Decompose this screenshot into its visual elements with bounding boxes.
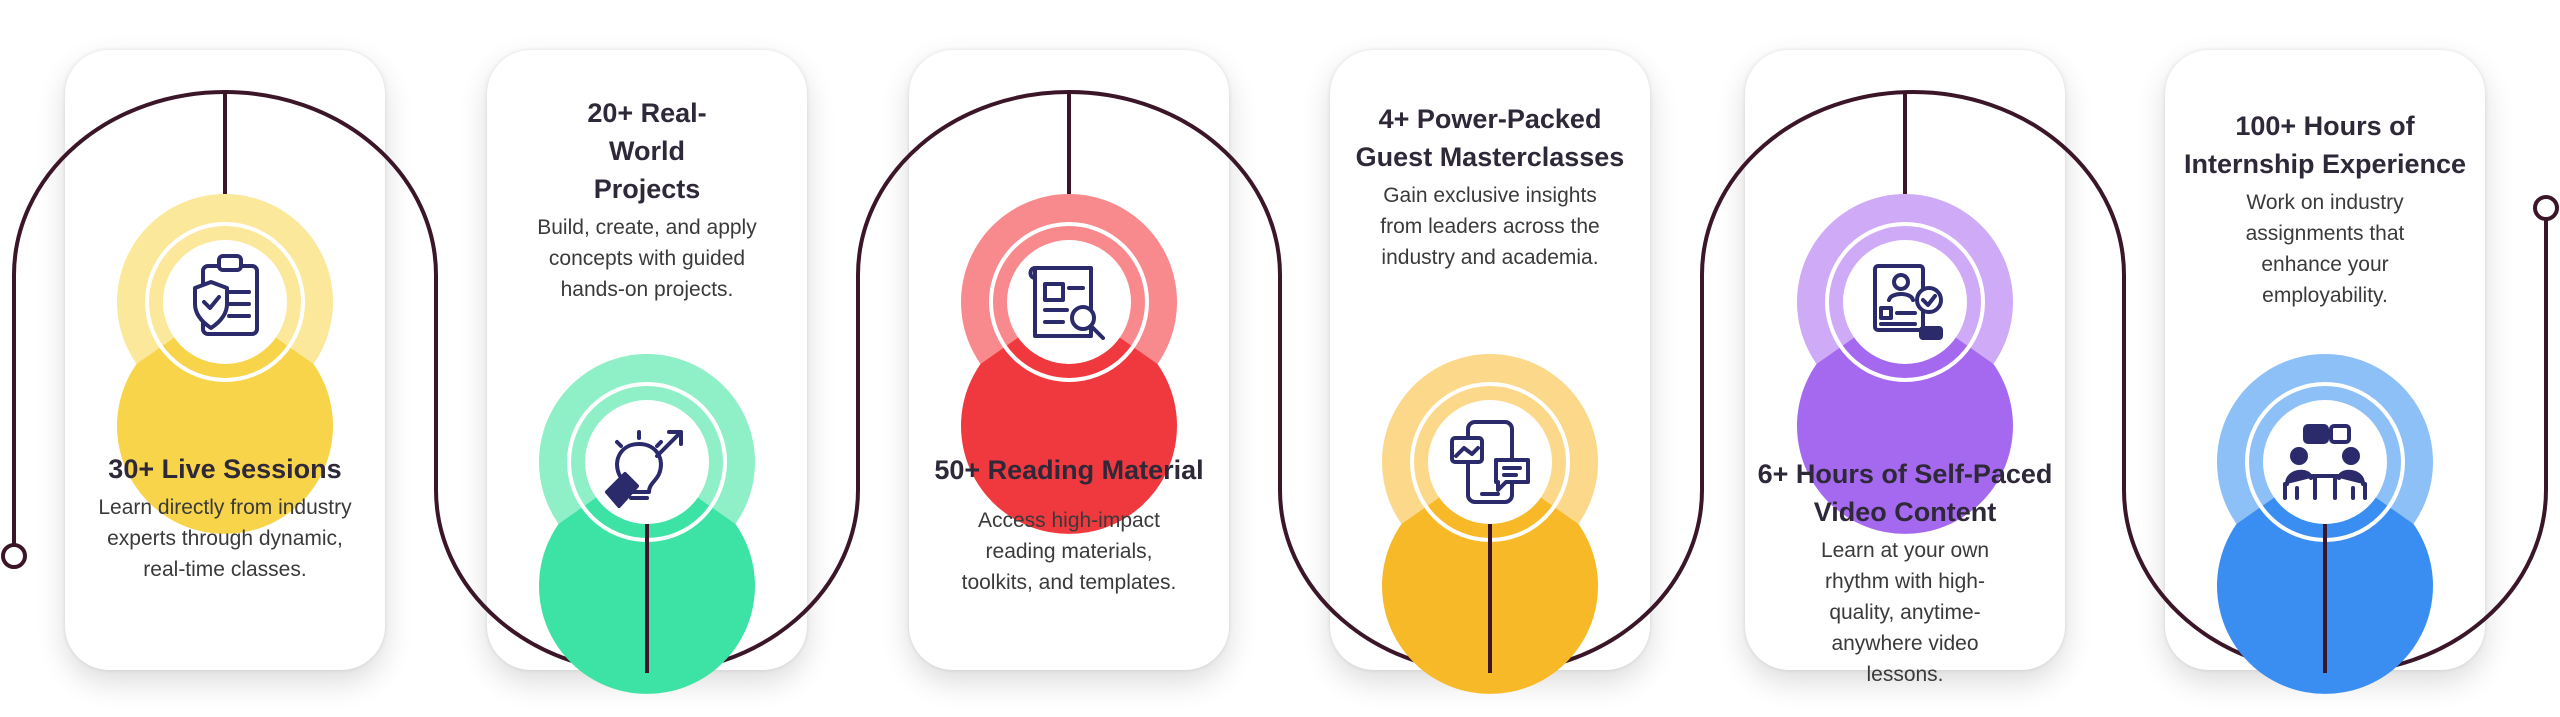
item-title: 4+ Power-Packed Guest Masterclasses xyxy=(1355,104,1625,172)
ring-separator xyxy=(989,222,1149,382)
mobile-chat-icon xyxy=(1450,420,1530,504)
ring-center xyxy=(2263,400,2387,524)
document-search-icon xyxy=(1028,266,1105,340)
item-title: 6+ Hours of Self-Paced Video Content xyxy=(1757,459,2053,527)
timeline-start-dot xyxy=(1,543,27,569)
item-title: 30+ Live Sessions xyxy=(108,454,342,484)
item-projects: 20+ Real-World Projects Build, create, a… xyxy=(487,94,807,305)
item-title: 100+ Hours of Internship Experience xyxy=(2183,111,2467,179)
item-video-content: 6+ Hours of Self-Paced Video Content Lea… xyxy=(1745,455,2065,690)
item-description: Gain exclusive insights from leaders acr… xyxy=(1380,184,1600,269)
ring-separator xyxy=(1825,222,1985,382)
item-title: 20+ Real-World Projects xyxy=(587,98,707,204)
item-description: Learn at your own rhythm with high-quali… xyxy=(1820,539,1990,686)
timeline-connector xyxy=(12,90,2548,675)
item-description: Learn directly from industry experts thr… xyxy=(98,496,352,581)
ring-projects xyxy=(539,354,755,694)
item-internship: 100+ Hours of Internship Experience Work… xyxy=(2165,107,2485,311)
item-description: Build, create, and apply concepts with g… xyxy=(537,216,757,301)
item-description: Access high-impact reading materials, to… xyxy=(961,509,1177,594)
clipboard-shield-icon xyxy=(193,254,259,336)
ring-masterclasses xyxy=(1382,354,1598,694)
lightbulb-growth-icon xyxy=(605,430,683,508)
ring-separator xyxy=(145,222,305,382)
timeline-end-dot xyxy=(2533,195,2559,221)
checklist-certificate-icon xyxy=(1873,264,1943,340)
item-masterclasses: 4+ Power-Packed Guest Masterclasses Gain… xyxy=(1330,100,1650,273)
item-title: 50+ Reading Material xyxy=(934,455,1204,485)
item-reading-material: 50+ Reading Material Access high-impact … xyxy=(909,451,1229,598)
ring-internship xyxy=(2217,354,2433,694)
item-description: Work on industry assignments that enhanc… xyxy=(2245,191,2405,307)
meeting-discussion-icon xyxy=(2283,424,2367,500)
item-live-sessions: 30+ Live Sessions Learn directly from in… xyxy=(65,450,385,585)
